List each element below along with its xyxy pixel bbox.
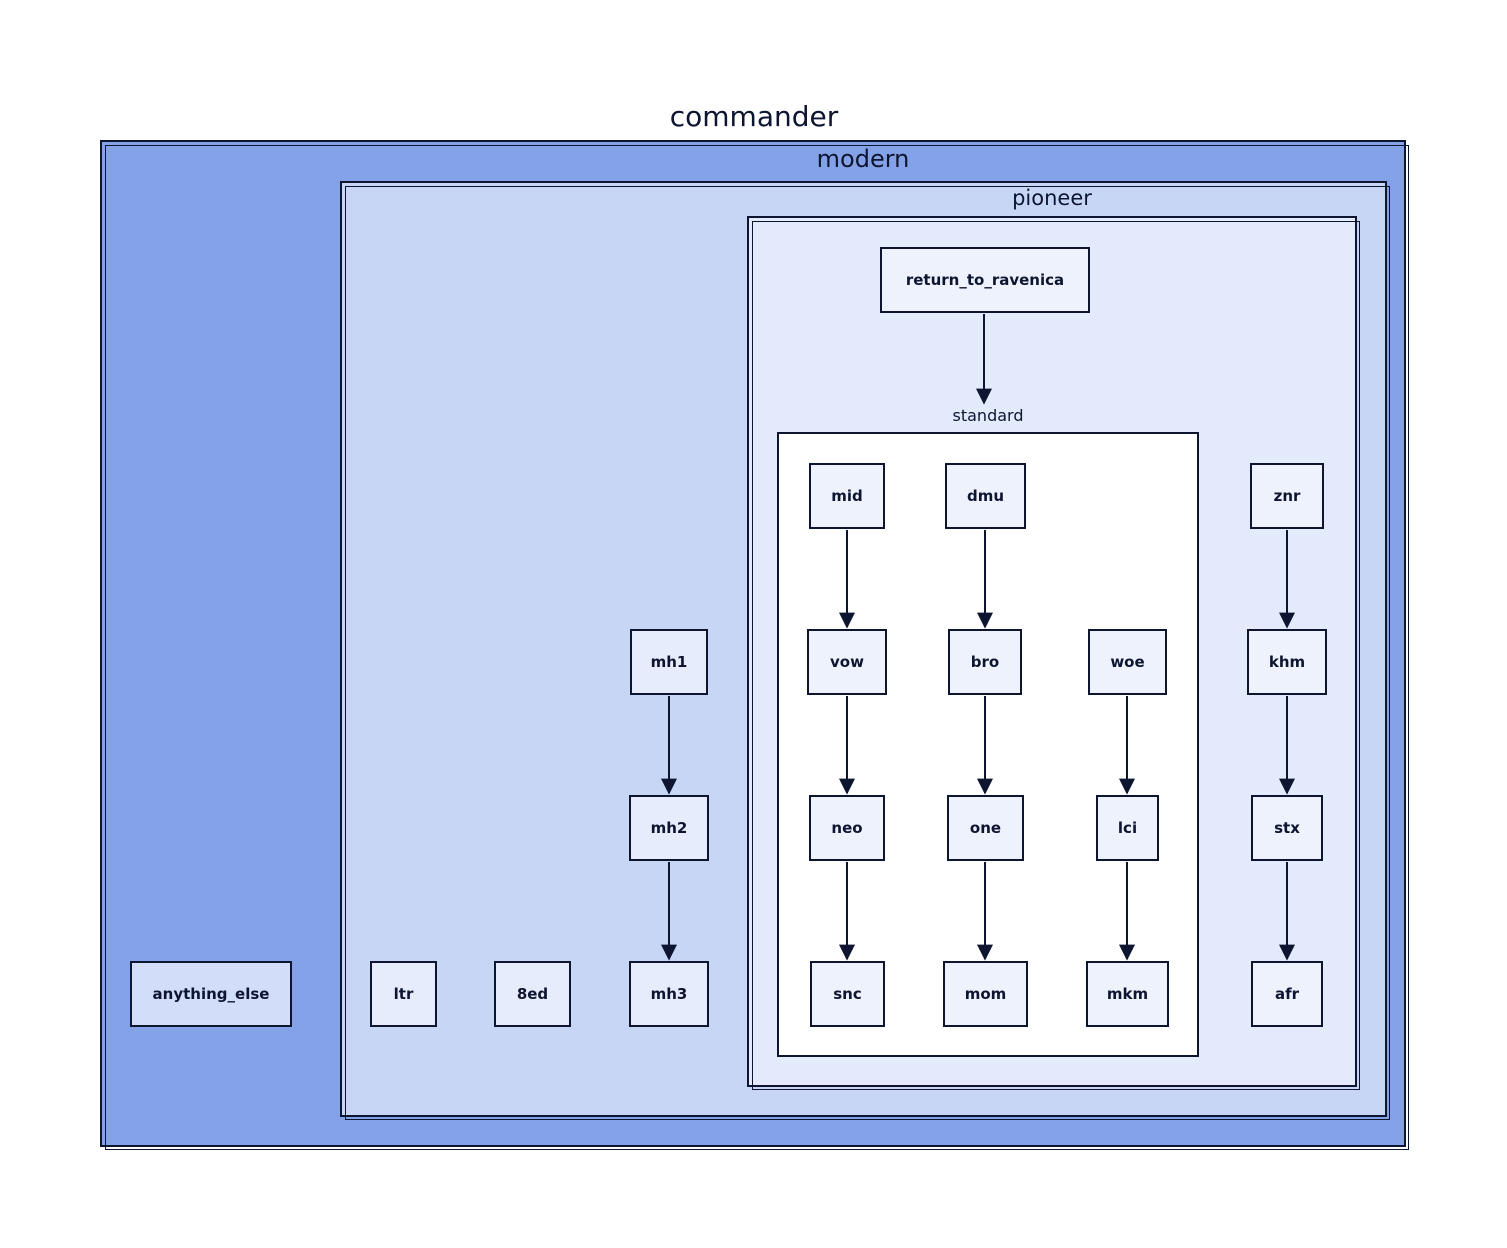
- node-lci[interactable]: lci: [1096, 795, 1159, 861]
- commander-label: commander: [669, 100, 839, 133]
- node-stx[interactable]: stx: [1251, 795, 1323, 861]
- node-mh1[interactable]: mh1: [630, 629, 708, 695]
- node-anything-else[interactable]: anything_else: [130, 961, 292, 1027]
- node-vow[interactable]: vow: [807, 629, 887, 695]
- pioneer-label: pioneer: [1012, 186, 1092, 210]
- node-mid[interactable]: mid: [809, 463, 885, 529]
- node-dmu[interactable]: dmu: [945, 463, 1026, 529]
- node-8ed[interactable]: 8ed: [494, 961, 571, 1027]
- node-mkm[interactable]: mkm: [1086, 961, 1169, 1027]
- node-afr[interactable]: afr: [1251, 961, 1323, 1027]
- node-mh3[interactable]: mh3: [629, 961, 709, 1027]
- node-woe[interactable]: woe: [1088, 629, 1167, 695]
- node-return-to-ravenica[interactable]: return_to_ravenica: [880, 247, 1090, 313]
- standard-label: standard: [952, 406, 1024, 425]
- node-neo[interactable]: neo: [809, 795, 885, 861]
- node-mom[interactable]: mom: [943, 961, 1028, 1027]
- node-znr[interactable]: znr: [1250, 463, 1324, 529]
- node-mh2[interactable]: mh2: [629, 795, 709, 861]
- modern-label: modern: [816, 145, 910, 173]
- node-snc[interactable]: snc: [810, 961, 885, 1027]
- node-khm[interactable]: khm: [1247, 629, 1327, 695]
- node-ltr[interactable]: ltr: [370, 961, 437, 1027]
- node-bro[interactable]: bro: [948, 629, 1022, 695]
- node-one[interactable]: one: [947, 795, 1024, 861]
